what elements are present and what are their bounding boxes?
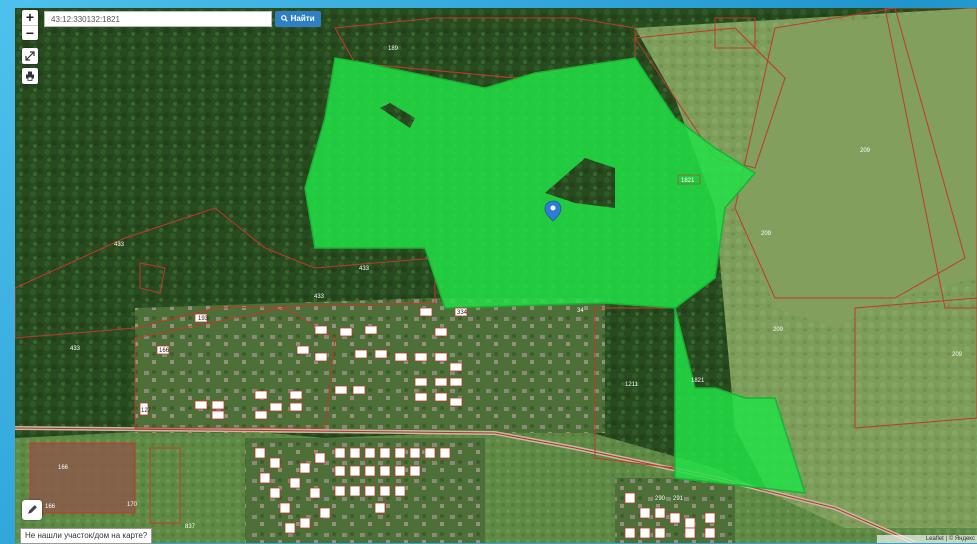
label-433-a: 433 bbox=[114, 242, 125, 248]
label-209-b: 209 bbox=[761, 231, 772, 237]
label-290: 290 bbox=[655, 496, 666, 502]
label-1821-lower: 1821 bbox=[691, 378, 705, 384]
parcel-labels: 1821 1821 189 433 433 433 433 209 209 20… bbox=[45, 46, 963, 530]
selected-parcel-1821[interactable] bbox=[304, 57, 807, 494]
zoom-control: + − bbox=[22, 10, 38, 40]
search-icon bbox=[281, 15, 289, 22]
label-127: 127 bbox=[141, 408, 152, 414]
village-south-parcels bbox=[254, 447, 716, 539]
label-209-d: 209 bbox=[952, 352, 963, 358]
label-291: 291 bbox=[673, 496, 684, 502]
label-837: 837 bbox=[185, 524, 196, 530]
label-193: 193 bbox=[198, 316, 209, 322]
parcel-boundaries bbox=[15, 8, 977, 524]
label-334: 334 bbox=[457, 310, 468, 316]
label-209-a: 209 bbox=[860, 148, 871, 154]
label-166-c: 166 bbox=[45, 504, 56, 510]
label-433-b: 433 bbox=[359, 266, 370, 272]
village-parcels bbox=[139, 307, 468, 420]
label-189: 189 bbox=[388, 46, 399, 52]
cadastral-search-input[interactable] bbox=[44, 11, 272, 27]
map-canvas[interactable]: 1821 1821 189 433 433 433 433 209 209 20… bbox=[15, 8, 977, 543]
location-marker-icon[interactable] bbox=[544, 200, 562, 222]
forest-patch bbox=[545, 158, 615, 208]
search-button-label: Найти bbox=[290, 14, 315, 23]
forest-patch-small bbox=[380, 103, 415, 128]
pencil-icon bbox=[27, 505, 37, 514]
village-southeast bbox=[615, 478, 735, 543]
label-209-c: 209 bbox=[773, 327, 784, 333]
edit-button[interactable] bbox=[22, 500, 42, 520]
zoom-in-button[interactable]: + bbox=[25, 9, 35, 25]
label-433-c: 433 bbox=[314, 294, 325, 300]
expand-icon bbox=[25, 51, 35, 61]
plowed-field bbox=[30, 443, 135, 513]
map-attribution: Leaflet | © Яндекс bbox=[877, 535, 977, 543]
not-found-link[interactable]: Не нашли участок/дом на карте? bbox=[20, 528, 153, 544]
label-166-a: 166 bbox=[159, 348, 170, 354]
search-button[interactable]: Найти bbox=[275, 11, 321, 27]
main-road-border bbox=[15, 427, 916, 543]
village-north bbox=[135, 298, 605, 433]
printer-icon bbox=[26, 71, 34, 81]
label-433-d: 433 bbox=[70, 346, 81, 352]
label-34: 34 bbox=[577, 308, 584, 314]
label-1821: 1821 bbox=[681, 178, 695, 184]
print-button[interactable] bbox=[22, 68, 38, 84]
label-1211: 1211 bbox=[625, 382, 639, 388]
field-209 bbox=[735, 8, 977, 328]
label-166-b: 166 bbox=[58, 465, 69, 471]
fullscreen-button[interactable] bbox=[22, 48, 38, 64]
zoom-out-button[interactable]: − bbox=[22, 25, 38, 40]
map-view[interactable]: 1821 1821 189 433 433 433 433 209 209 20… bbox=[15, 8, 977, 543]
label-170: 170 bbox=[127, 502, 138, 508]
